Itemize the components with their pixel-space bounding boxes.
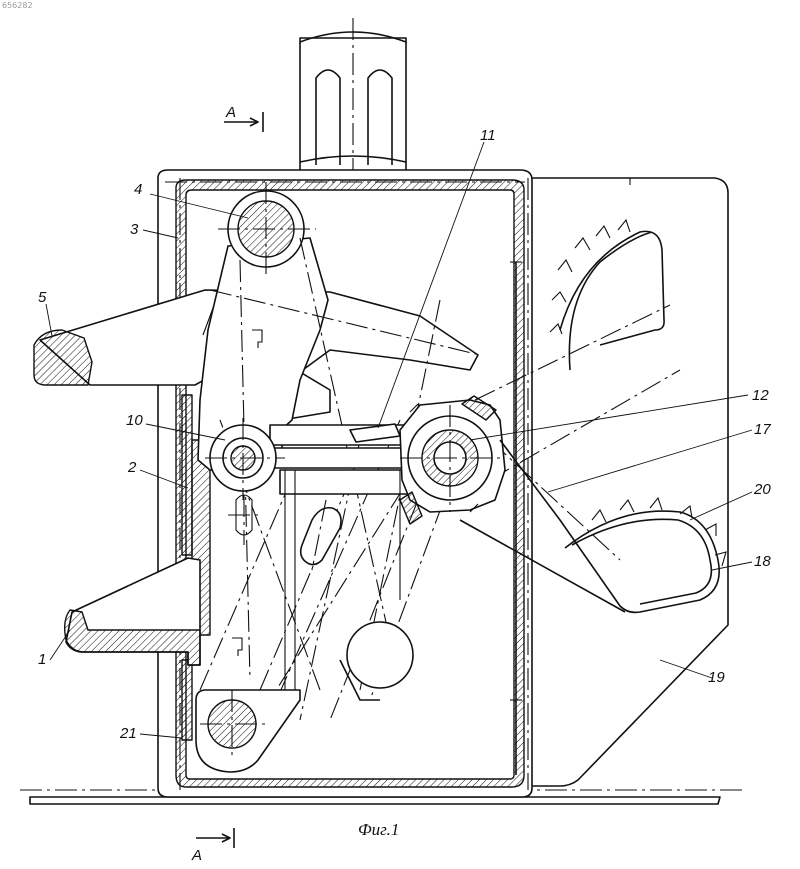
part-label-2: 2 <box>127 459 137 476</box>
part-label-19: 19 <box>708 669 725 686</box>
section-label-top: A <box>225 104 236 121</box>
part-label-12: 12 <box>752 387 769 404</box>
figure-caption: Фиг.1 <box>358 820 399 839</box>
section-label-bottom: A <box>191 847 202 864</box>
part-label-5: 5 <box>38 289 47 306</box>
lower-grip <box>65 558 200 665</box>
part-label-4: 4 <box>134 181 142 198</box>
part-label-20: 20 <box>753 481 771 498</box>
part-label-1: 1 <box>38 651 46 668</box>
part-label-3: 3 <box>130 221 139 238</box>
part-label-18: 18 <box>754 553 771 570</box>
part-label-21: 21 <box>119 725 137 742</box>
part-label-17: 17 <box>754 421 771 438</box>
part-label-10: 10 <box>126 412 143 429</box>
watermark-text: 656282 <box>2 1 33 10</box>
section-mark-bottom: A <box>191 828 234 864</box>
side-bracket <box>530 178 728 786</box>
part-label-11: 11 <box>480 127 496 144</box>
section-mark-top: A <box>224 104 263 132</box>
